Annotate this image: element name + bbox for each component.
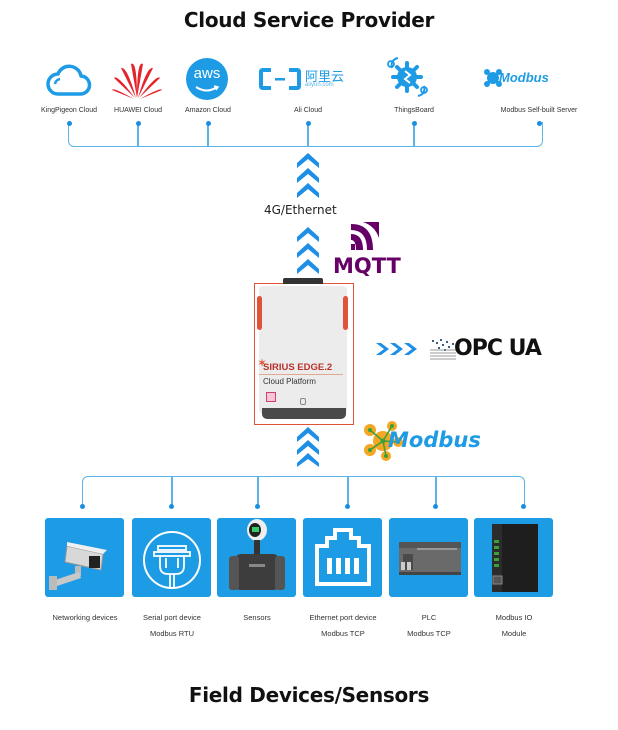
ethernet-port-icon xyxy=(315,528,371,586)
connector-dot xyxy=(521,504,526,509)
device-label-sensors: Sensors xyxy=(243,613,271,622)
antenna-connector xyxy=(283,278,323,284)
device-tile-sensors[interactable] xyxy=(217,518,296,597)
device-label-ethernet: Ethernet port device xyxy=(309,613,377,622)
upload-arrows-icon xyxy=(297,227,319,274)
star-icon: ✶ xyxy=(257,356,268,370)
modbus-logo-text: Modbus xyxy=(499,70,549,85)
right-arrows-icon xyxy=(376,343,417,355)
top-bus-drop xyxy=(307,122,309,146)
device-label-networking: Networking devices xyxy=(52,613,118,622)
provider-label-ali: Ali Cloud xyxy=(293,107,323,114)
opcua-logo-icon xyxy=(430,339,456,360)
provider-label-kingpigeon: KingPigeon Cloud xyxy=(40,107,98,114)
connector-dot xyxy=(67,121,72,126)
modbus-protocol-text: Modbus xyxy=(388,428,481,452)
aliyun-cn-text: 阿里云 xyxy=(305,69,345,84)
connector-dot xyxy=(345,504,350,509)
top-bus-drop xyxy=(137,122,139,146)
aliyun-logo-icon: 阿里云 aliyun.com xyxy=(259,66,359,96)
provider-label-huawei: HUAWEI Cloud xyxy=(114,107,162,114)
connector-dot xyxy=(537,121,542,126)
connector-dot xyxy=(206,121,211,126)
bottom-bus-drop xyxy=(257,476,259,506)
serial-port-icon xyxy=(143,531,201,589)
device-label-plc: PLC xyxy=(421,613,437,622)
thingsboard-logo-icon xyxy=(384,54,430,100)
connector-dot xyxy=(412,121,417,126)
huawei-logo-icon xyxy=(111,58,163,102)
device-tile-serial[interactable] xyxy=(132,518,211,597)
connector-dot xyxy=(306,121,311,126)
plc-icon xyxy=(399,542,461,575)
connector-dot xyxy=(80,504,85,509)
top-bus-drop xyxy=(207,122,209,146)
aliyun-en-text: aliyun.com xyxy=(305,82,334,88)
connector-dot xyxy=(136,121,141,126)
device-sublabel-plc: Modbus TCP xyxy=(407,629,451,638)
device-tile-ethernet[interactable] xyxy=(303,518,382,597)
device-tile-plc[interactable] xyxy=(389,518,468,597)
connector-dot xyxy=(433,504,438,509)
gateway-brand: SIRIUS EDGE.2 xyxy=(263,362,333,373)
bottom-bus-drop xyxy=(171,476,173,506)
connector-dot xyxy=(255,504,260,509)
bottom-bus-drop xyxy=(435,476,437,506)
camera-icon xyxy=(49,542,107,590)
io-module-icon xyxy=(492,524,538,592)
device-seam xyxy=(259,374,343,375)
device-sublabel-serial: Modbus RTU xyxy=(149,629,195,638)
device-side-accent xyxy=(257,296,262,330)
provider-label-amazon: Amazon Cloud xyxy=(185,107,231,114)
mqtt-signal-icon xyxy=(351,222,379,250)
connector-dot xyxy=(169,504,174,509)
modbus-network-icon xyxy=(364,421,403,461)
device-label-serial: Serial port device xyxy=(143,613,201,622)
gateway-device[interactable]: ✶ SIRIUS EDGE.2 Cloud Platform xyxy=(254,278,354,425)
device-sublabel-ethernet: Modbus TCP xyxy=(321,629,365,638)
sim-icon xyxy=(266,392,276,402)
aws-logo-text: aws xyxy=(193,65,221,82)
provider-label-modbus-server: Modbus Self-built Server xyxy=(500,107,578,114)
cloud-provider-title: Cloud Service Provider xyxy=(183,8,435,32)
top-bus-line xyxy=(68,122,543,147)
device-sublabel-io-module: Module xyxy=(501,629,527,638)
upload-arrows-icon xyxy=(297,153,319,198)
device-side-accent xyxy=(343,296,348,330)
device-base xyxy=(262,408,346,419)
gateway-subtitle: Cloud Platform xyxy=(263,377,316,386)
top-bus-drop xyxy=(413,122,415,146)
device-label-io-module: Modbus IO xyxy=(495,613,533,622)
device-tile-networking[interactable] xyxy=(45,518,124,597)
aws-logo-icon: aws xyxy=(186,58,228,100)
bottom-bus-line xyxy=(82,476,525,507)
mqtt-logo-text: MQTT xyxy=(333,254,401,278)
opcua-logo-text: OPC UA xyxy=(454,336,542,361)
provider-label-thingsboard: ThingsBoard xyxy=(394,107,434,114)
cloud-outline-icon xyxy=(46,60,92,100)
device-tile-io-module[interactable] xyxy=(474,518,553,597)
led-icon xyxy=(300,398,306,405)
bottom-bus-drop xyxy=(347,476,349,506)
modbus-logo-icon: Modbus xyxy=(483,66,573,92)
field-devices-title: Field Devices/Sensors xyxy=(188,683,430,707)
flow-meter-icon xyxy=(229,519,285,590)
upload-arrows-icon xyxy=(297,427,319,467)
uplink-label: 4G/Ethernet xyxy=(264,203,337,217)
